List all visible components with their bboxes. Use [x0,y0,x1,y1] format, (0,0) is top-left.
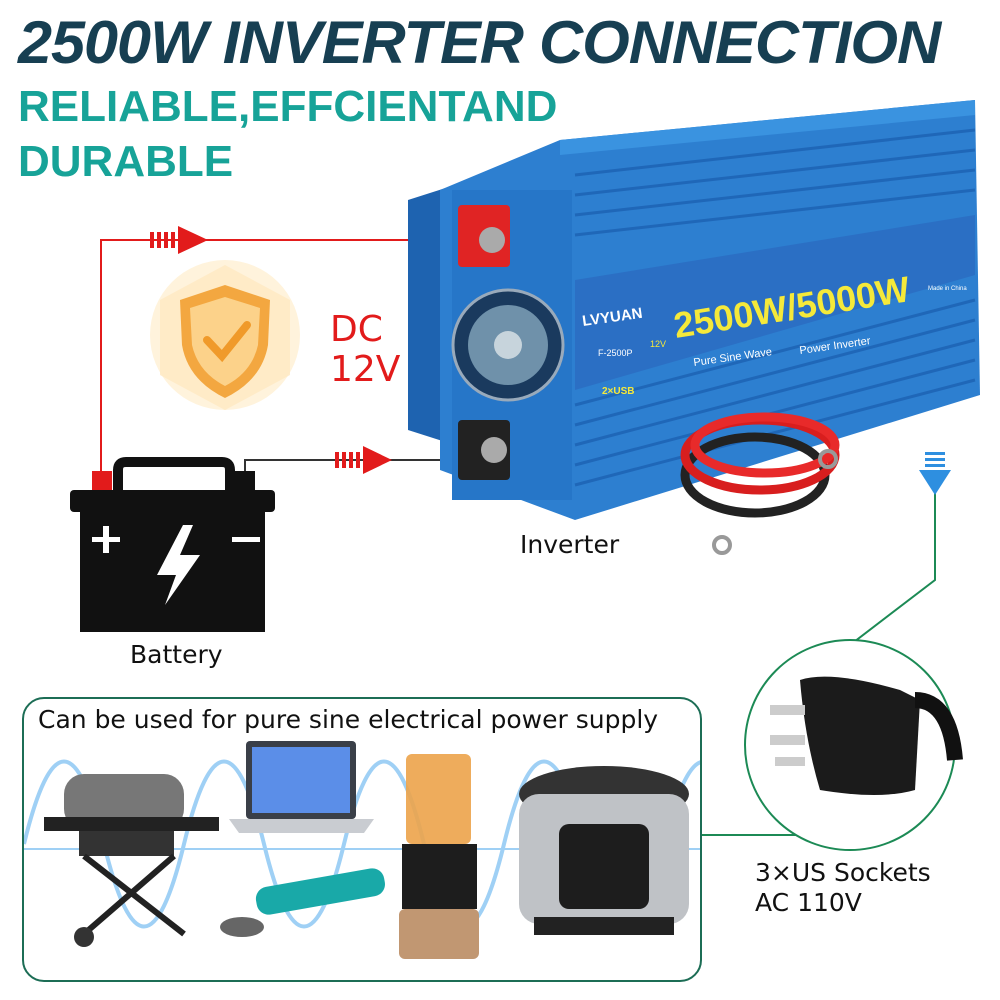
positive-wire [100,239,450,475]
battery-icon [70,457,275,632]
page-title: 2500W INVERTER CONNECTION [18,9,941,76]
dc-voltage: 12V [330,349,401,390]
laptop-icon [229,741,374,833]
us-plug-icon [744,639,963,851]
inverter-model: F-2500P [598,348,633,358]
sockets-label: 3×US Sockets [755,858,931,887]
inverter-usb: 2×USB [602,386,635,397]
grill-icon [44,774,219,947]
dc-label: DC [330,309,383,350]
inverter-image [408,100,980,520]
subtitle-line-2: DURABLE [18,137,234,186]
applications-title: Can be used for pure sine electrical pow… [38,705,659,734]
output-label: 3×US Sockets AC 110V [755,858,931,918]
rice-cooker-icon [519,766,689,935]
cables-image [680,412,840,555]
dc-voltage-label: DC 12V [330,310,400,390]
sine-wave-background [24,741,700,959]
inverter-made-in: Made in China [928,286,967,292]
applications-panel: Can be used for pure sine electrical pow… [22,697,702,982]
battery-label: Battery [130,640,223,669]
inverter-label: Inverter [520,530,620,559]
negative-wire [244,459,450,475]
shield-icon [150,260,300,410]
subtitle-line-1: RELIABLE,EFFCIENTAND [18,82,558,131]
negative-arrow-icon [335,446,392,474]
down-arrow-icon [919,452,951,495]
positive-arrow-icon [150,226,208,254]
inverter-voltage-badge: 12V [650,339,666,349]
blender-icon [399,754,479,959]
ac-voltage-label: AC 110V [755,888,862,917]
angle-grinder-icon [220,868,385,937]
